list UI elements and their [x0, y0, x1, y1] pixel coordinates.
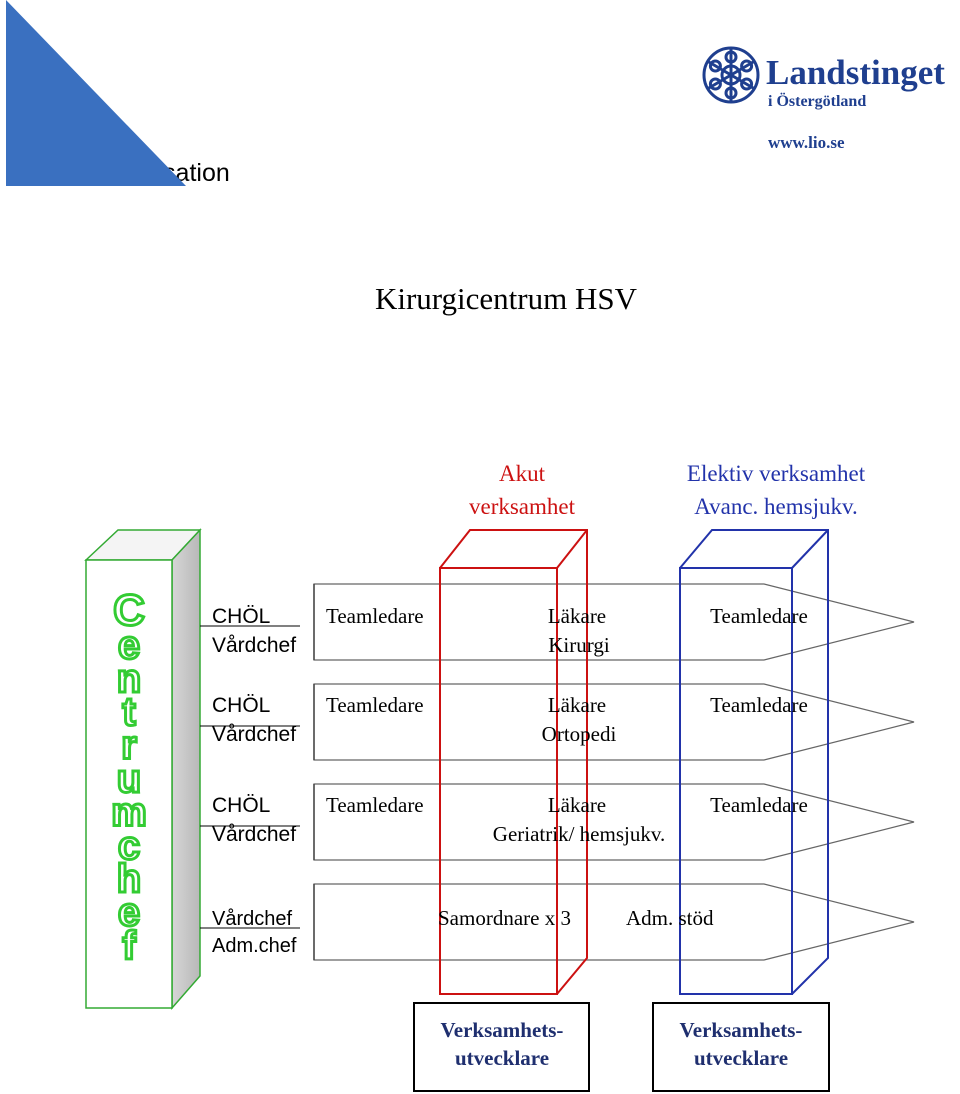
website-url[interactable]: www.lio.se: [768, 133, 845, 152]
row-teamledare-elektiv: Teamledare: [710, 793, 808, 817]
akut-column: [439, 529, 588, 995]
row-lakare: Läkare: [548, 793, 606, 817]
bottom-box-akut: Verksamhets- utvecklare: [413, 1002, 590, 1092]
akut-header-line2: verksamhet: [469, 494, 576, 519]
row-teamledare-akut: Teamledare: [326, 793, 424, 817]
bottom-box-elektiv-line1: Verksamhets-: [680, 1018, 803, 1042]
row-vardchef: Vårdchef: [212, 723, 296, 746]
centrumchef-letter: m: [111, 790, 147, 834]
row-specialty: Ortopedi: [542, 722, 617, 746]
centrumchef-letter: e: [118, 891, 140, 935]
row-vardchef: Vårdchef: [212, 634, 296, 657]
snowflake-icon: [702, 46, 760, 104]
bottom-box-elektiv: Verksamhets- utvecklare: [652, 1002, 830, 1092]
row-chol: CHÖL: [212, 694, 270, 717]
bottom-box-elektiv-line2: utvecklare: [694, 1046, 788, 1070]
row-chol: CHÖL: [212, 794, 270, 817]
row-lakare: Läkare: [548, 604, 606, 628]
samordnare-label: Samordnare x 3: [438, 906, 571, 930]
support-left2: Adm.chef: [212, 935, 297, 957]
centrumchef-letter: t: [122, 690, 135, 734]
diagram-title: Kirurgicentrum HSV: [375, 281, 638, 316]
bottom-box-akut-line1: Verksamhets-: [441, 1018, 564, 1042]
support-row: Vårdchef Adm.chef Samordnare x 3 Adm. st…: [212, 906, 714, 957]
elektiv-header-line1: Elektiv verksamhet: [687, 461, 866, 486]
row-chol: CHÖL: [212, 605, 270, 628]
centrumchef-letter: C: [113, 586, 145, 635]
centrumchef-letter: c: [118, 824, 140, 868]
corner-triangle: [6, 0, 186, 186]
centrumchef-letter: n: [117, 657, 141, 701]
logo-name: Landstinget: [766, 53, 945, 92]
row-specialty: Geriatrik/ hemsjukv.: [493, 822, 665, 846]
row-vardchef: Vårdchef: [212, 823, 296, 846]
support-left1: Vårdchef: [212, 908, 292, 930]
centrumchef-pillar: [84, 528, 202, 1010]
centrumchef-letter: u: [117, 757, 141, 801]
centrumchef-letter: f: [122, 924, 136, 968]
centrumchef-letter: e: [118, 623, 140, 667]
centrumchef-letter: h: [117, 857, 141, 901]
row-teamledare-elektiv: Teamledare: [710, 693, 808, 717]
row-teamledare-akut: Teamledare: [326, 693, 424, 717]
row-teamledare-akut: Teamledare: [326, 604, 424, 628]
centrumchef-letter: r: [121, 724, 137, 768]
elektiv-column: [679, 529, 829, 995]
adm-stod-label: Adm. stöd: [626, 906, 714, 930]
bottom-box-akut-line2: utvecklare: [455, 1046, 549, 1070]
elektiv-header-line2: Avanc. hemsjukv.: [694, 494, 858, 519]
row-arrow: [313, 883, 915, 961]
akut-header-line1: Akut: [499, 461, 546, 486]
row-teamledare-elektiv: Teamledare: [710, 604, 808, 628]
logo-subname: i Östergötland: [768, 92, 866, 110]
row-lakare: Läkare: [548, 693, 606, 717]
row-specialty: Kirurgi: [548, 633, 610, 657]
logo: Landstinget i Östergötland: [702, 46, 945, 110]
row-arrows: [200, 583, 915, 961]
